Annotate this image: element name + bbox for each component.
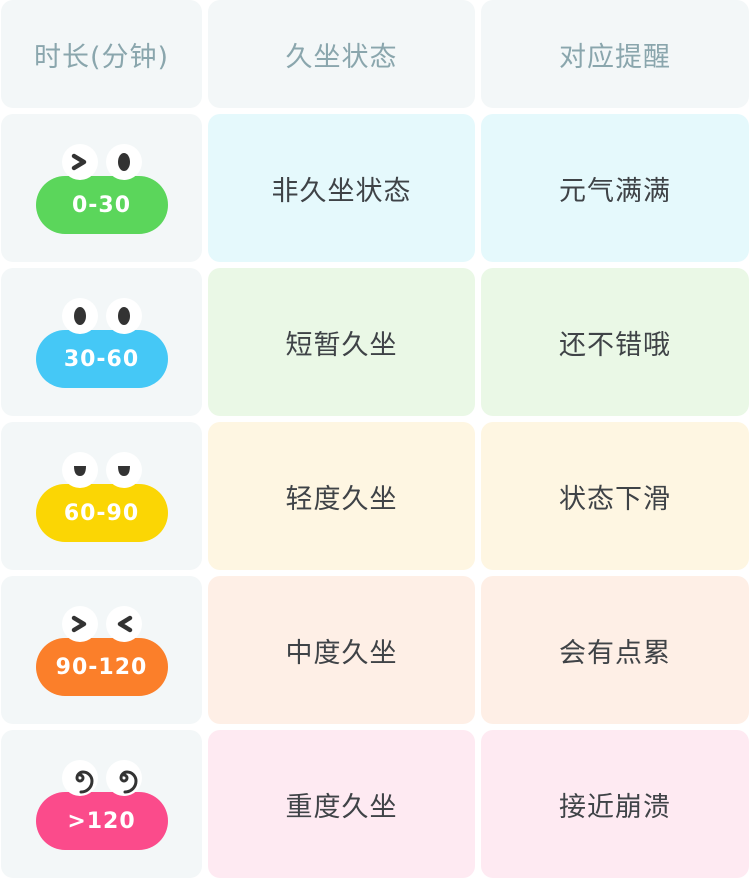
mascot-body: 60-90 [35, 484, 168, 542]
duration-cell: 30-60 [1, 268, 202, 416]
reminder-cell: 还不错哦 [481, 268, 749, 416]
sleepy-eye-icon [105, 452, 142, 488]
mascot-body: 90-120 [35, 638, 168, 696]
sitting-status-cell: 非久坐状态 [208, 114, 475, 262]
reminder-cell: 元气满满 [481, 114, 749, 262]
oval-eye-icon [61, 298, 98, 334]
mascot-body: >120 [35, 792, 168, 850]
duration-cell: 60-90 [1, 422, 202, 570]
sitting-status-cell: 轻度久坐 [208, 422, 475, 570]
oval-eye-icon [105, 298, 142, 334]
spiral-eye-icon [105, 760, 142, 796]
squint-left-icon [105, 606, 142, 642]
squint-right-icon [61, 144, 98, 180]
duration-cell: >120 [1, 730, 202, 878]
reminder-cell: 状态下滑 [481, 422, 749, 570]
header-sitting-status: 久坐状态 [208, 0, 475, 108]
duration-cell: 0-30 [1, 114, 202, 262]
duration-range: 30-60 [63, 346, 140, 372]
mascot: 90-120 [35, 604, 168, 696]
mascot: 60-90 [35, 450, 168, 542]
duration-range: 0-30 [71, 192, 132, 218]
mascot-body: 30-60 [35, 330, 168, 388]
mascot: >120 [35, 758, 168, 850]
reminder-cell: 会有点累 [481, 576, 749, 724]
squint-right-icon [61, 606, 98, 642]
duration-range: >120 [67, 808, 136, 834]
sitting-status-cell: 中度久坐 [208, 576, 475, 724]
reminder-cell: 接近崩溃 [481, 730, 749, 878]
duration-range: 60-90 [63, 500, 140, 526]
sitting-status-cell: 重度久坐 [208, 730, 475, 878]
mascot-body: 0-30 [35, 176, 168, 234]
sleepy-eye-icon [61, 452, 98, 488]
sitting-status-cell: 短暂久坐 [208, 268, 475, 416]
oval-eye-icon [105, 144, 142, 180]
spiral-eye-icon [61, 760, 98, 796]
mascot: 30-60 [35, 296, 168, 388]
header-reminder: 对应提醒 [481, 0, 749, 108]
duration-range: 90-120 [55, 654, 148, 680]
header-duration: 时长(分钟) [1, 0, 202, 108]
mascot: 0-30 [35, 142, 168, 234]
duration-cell: 90-120 [1, 576, 202, 724]
